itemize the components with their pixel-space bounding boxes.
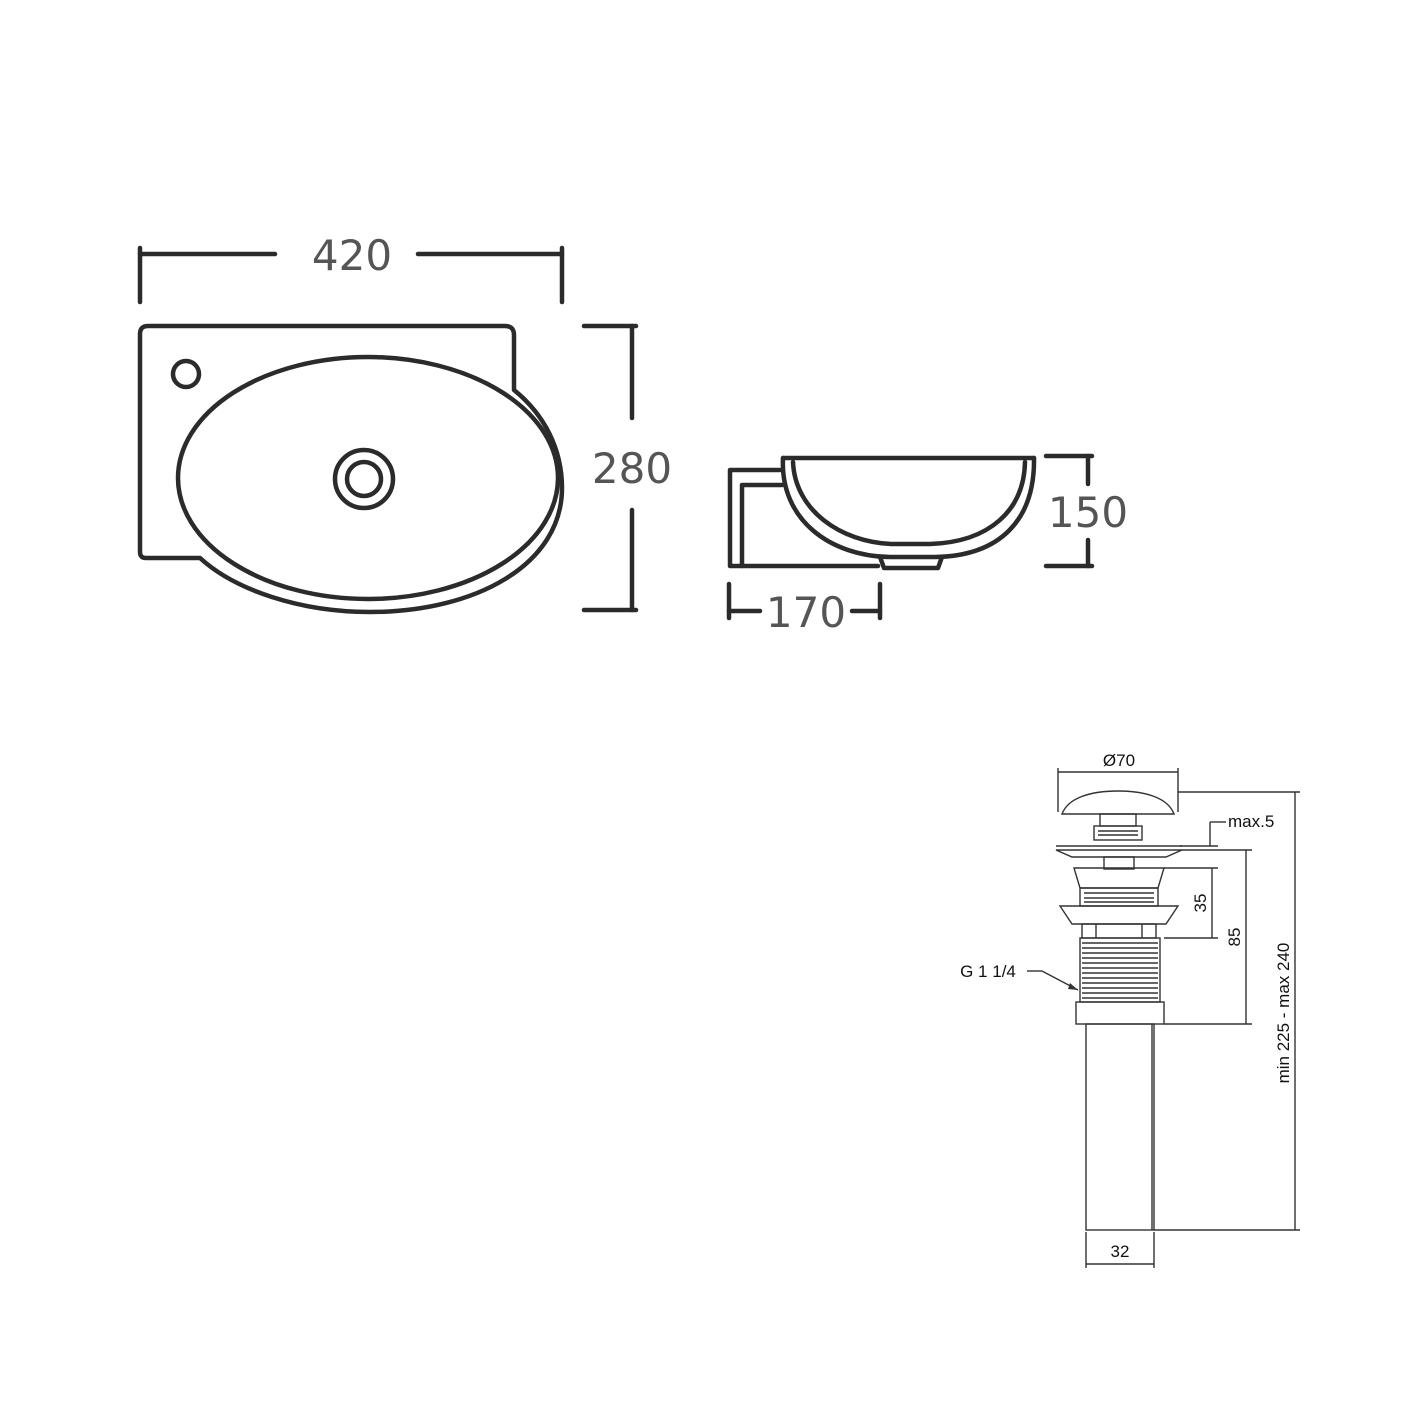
- cap-diameter-dimension: Ø70: [1057, 751, 1179, 812]
- drain-hole-inner: [344, 459, 384, 499]
- thread-label: G 1 1/4: [960, 962, 1016, 981]
- height-label: 280: [592, 444, 672, 493]
- flange-dimension: 35: [1164, 867, 1218, 939]
- flange-label: 35: [1191, 894, 1210, 913]
- max-dimension: max.5: [1180, 812, 1274, 847]
- bowl-outer: [780, 455, 1037, 560]
- cap-diameter-label: Ø70: [1103, 751, 1135, 770]
- depth-dimension: 170: [726, 581, 883, 637]
- width-label: 420: [312, 231, 392, 280]
- side-height-label: 150: [1048, 488, 1128, 537]
- total-length-dimension: min 225 - max 240: [1154, 791, 1300, 1231]
- body-label: 85: [1225, 928, 1244, 947]
- height-dimension: 280: [581, 323, 672, 613]
- basin-outline: [137, 323, 565, 615]
- basin-side-view: 150 170: [726, 453, 1128, 637]
- drain-assembly: Ø70: [960, 751, 1300, 1268]
- drain-cap: [1060, 790, 1176, 815]
- wall-ledge: [727, 467, 881, 569]
- tail-pipe: [1085, 1023, 1155, 1231]
- tap-hole: [170, 358, 202, 390]
- basin-top-view: 420 280: [137, 231, 672, 615]
- total-length-label: min 225 - max 240: [1274, 943, 1293, 1084]
- bowl-inner: [790, 459, 1028, 547]
- width-dimension: 420: [137, 231, 565, 305]
- drain-flange: [1055, 849, 1183, 858]
- pipe-diameter-dimension: 32: [1085, 1232, 1155, 1268]
- body-dimension: 85: [1164, 849, 1252, 1025]
- max-label: max.5: [1228, 812, 1274, 831]
- drain-hole-outer: [332, 447, 396, 511]
- bowl-inner-edge: [175, 354, 561, 602]
- pipe-diameter-label: 32: [1111, 1242, 1130, 1261]
- thread-callout: G 1 1/4: [960, 962, 1079, 991]
- side-height-dimension: 150: [1043, 453, 1128, 569]
- depth-label: 170: [766, 588, 846, 637]
